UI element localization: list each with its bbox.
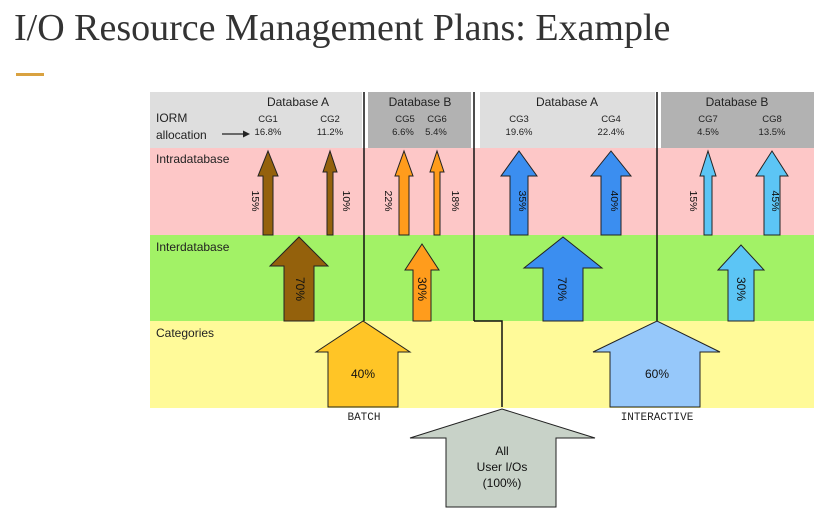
cg1-intra-arrow: 15%: [249, 149, 279, 236]
all-user-ios-arrow: All User I/Os (100%): [409, 408, 596, 508]
cg7-intra-arrow: 15%: [687, 149, 717, 236]
root-line-2: User I/Os: [477, 460, 528, 474]
cg6-name: CG6: [427, 114, 447, 125]
db-b-interactive-label: Database B: [706, 95, 769, 109]
cg8-name: CG8: [762, 114, 782, 125]
cg5-name: CG5: [395, 114, 415, 125]
cg2-intra-pct: 10%: [340, 190, 352, 211]
cg7-iorm: 4.5%: [697, 127, 719, 138]
root-line-1: All: [495, 444, 508, 458]
batch-label: BATCH: [347, 412, 380, 424]
cg3-intra-pct: 35%: [516, 190, 528, 211]
categories-label: Categories: [156, 326, 214, 340]
db-a-batch-inter-pct: 70%: [293, 277, 307, 301]
allocation-arrow-icon: [222, 130, 250, 138]
db-a-batch-label: Database A: [267, 95, 329, 109]
interactive-label: INTERACTIVE: [621, 412, 694, 424]
interdatabase-label: Interdatabase: [156, 240, 230, 254]
cg8-intra-arrow: 45%: [755, 150, 789, 236]
cg1-iorm: 16.8%: [255, 127, 282, 138]
allocation-label: allocation: [156, 128, 207, 142]
cg7-intra-pct: 15%: [687, 190, 699, 211]
slide-title: I/O Resource Management Plans: Example: [14, 7, 671, 49]
cg8-iorm: 13.5%: [759, 127, 786, 138]
header-db-b-batch: [368, 92, 471, 148]
cg3-intra-arrow: 35%: [500, 150, 538, 236]
cg1-intra-pct: 15%: [249, 190, 261, 211]
db-a-interactive-inter-arrow: 70%: [522, 236, 604, 322]
intradatabase-band: [150, 148, 814, 235]
db-b-batch-inter-arrow: 30%: [404, 243, 440, 322]
categories-band: [150, 321, 814, 408]
cg2-intra-arrow: 10%: [322, 149, 352, 236]
cg5-intra-arrow: 22%: [382, 149, 414, 236]
root-line-3: (100%): [483, 476, 522, 490]
cg4-name: CG4: [601, 114, 621, 125]
header-db-a-batch: [150, 92, 362, 148]
cg3-iorm: 19.6%: [506, 127, 533, 138]
cg1-name: CG1: [258, 114, 278, 125]
iorm-label: IORM: [156, 111, 187, 125]
db-a-interactive-inter-pct: 70%: [555, 277, 569, 301]
db-a-interactive-label: Database A: [536, 95, 598, 109]
intradatabase-label: Intradatabase: [156, 152, 230, 166]
db-a-batch-inter-arrow: 70%: [268, 236, 330, 322]
cg2-name: CG2: [320, 114, 340, 125]
header-db-b-interactive: [661, 92, 814, 148]
cg5-iorm: 6.6%: [392, 127, 414, 138]
cg4-intra-pct: 40%: [608, 190, 620, 211]
title-accent-bar: [16, 73, 44, 76]
cg7-name: CG7: [698, 114, 718, 125]
batch-pct: 40%: [351, 367, 375, 381]
cg4-iorm: 22.4%: [598, 127, 625, 138]
cg6-iorm: 5.4%: [425, 127, 447, 138]
cg8-intra-pct: 45%: [769, 190, 781, 211]
interactive-pct: 60%: [645, 367, 669, 381]
cg6-intra-pct: 18%: [449, 190, 461, 211]
db-b-interactive-inter-arrow: 30%: [716, 244, 766, 322]
cg5-intra-pct: 22%: [382, 190, 394, 211]
interdatabase-band: [150, 235, 814, 321]
cg3-name: CG3: [509, 114, 529, 125]
cg4-intra-arrow: 40%: [589, 150, 633, 236]
cg6-intra-arrow: 18%: [429, 149, 461, 236]
header-db-a-interactive: [480, 92, 655, 148]
db-b-interactive-inter-pct: 30%: [734, 277, 748, 301]
db-b-batch-inter-pct: 30%: [415, 277, 429, 301]
batch-category-arrow: 40%: [314, 320, 412, 408]
db-b-batch-label: Database B: [389, 95, 452, 109]
flow-lines: [363, 92, 658, 407]
interactive-category-arrow: 60%: [592, 320, 721, 408]
cg2-iorm: 11.2%: [317, 127, 344, 138]
